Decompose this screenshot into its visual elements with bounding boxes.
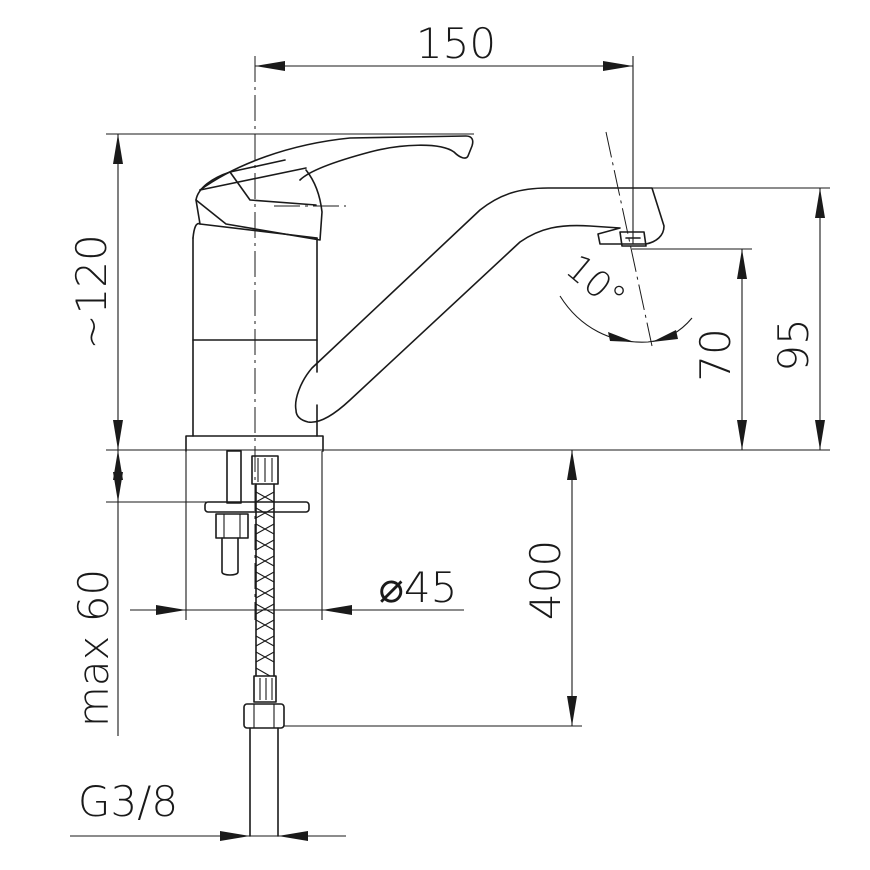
label-aerator-height: 70	[691, 328, 740, 381]
mounting-hardware	[204, 450, 310, 576]
label-max-deck: max 60	[69, 569, 118, 727]
label-height: ~120	[67, 234, 116, 349]
label-spout-height: 95	[769, 318, 818, 371]
dimension-aerator-height	[632, 248, 752, 450]
label-connection-thread: G3/8	[78, 777, 178, 826]
dimension-base-diameter	[130, 451, 464, 620]
lever-handle	[199, 135, 474, 191]
center-lines	[254, 56, 653, 620]
dimension-height	[106, 133, 830, 451]
label-base-diameter: ⌀45	[379, 563, 458, 612]
dimension-spout-angle	[559, 295, 693, 343]
dimension-hose-length	[284, 450, 582, 727]
label-hose-length: 400	[521, 540, 570, 620]
label-spout-reach: 150	[416, 19, 496, 68]
dimension-connection-thread	[70, 831, 346, 841]
supply-hose	[243, 455, 285, 837]
dimension-spout-reach	[255, 56, 634, 244]
dimension-max-deck	[106, 450, 222, 736]
dimension-spout-height	[652, 187, 830, 450]
